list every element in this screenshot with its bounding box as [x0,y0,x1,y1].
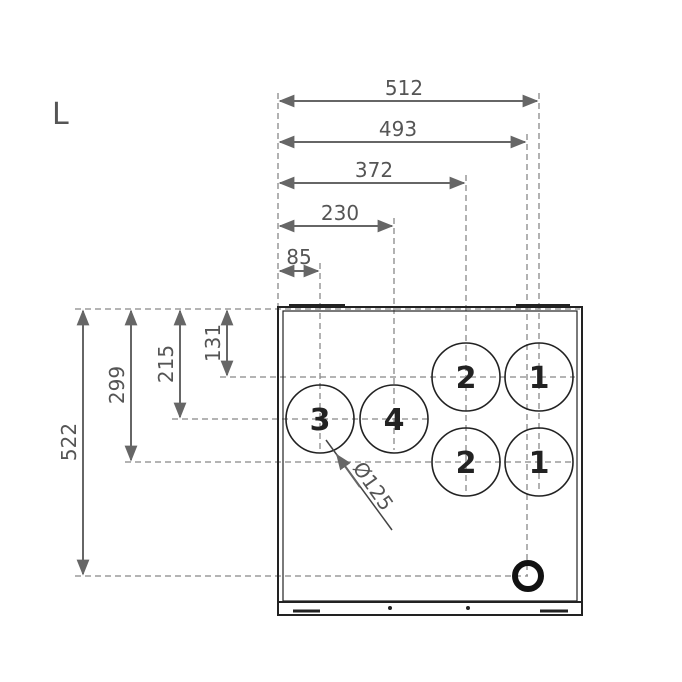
port-4: 4 [359,384,429,454]
dim-299: 299 [105,309,138,462]
port-1-bottom: 1 [504,427,574,497]
unit-outline [277,304,583,616]
svg-text:215: 215 [154,345,178,383]
svg-text:2: 2 [456,446,477,481]
view-label: L [52,97,69,132]
dim-372: 372 [278,158,466,190]
dim-85: 85 [278,245,320,278]
dim-131: 131 [201,309,234,377]
dim-512: 512 [278,76,539,108]
svg-text:493: 493 [379,117,417,141]
svg-text:4: 4 [384,403,405,438]
svg-text:3: 3 [310,403,331,438]
port-2-top: 2 [431,342,501,412]
svg-text:372: 372 [355,158,393,182]
dim-493: 493 [278,117,527,149]
svg-text:Ø125: Ø125 [348,457,399,515]
svg-text:2: 2 [456,361,477,396]
svg-text:299: 299 [105,366,129,404]
svg-text:131: 131 [201,324,225,362]
port-1-top: 1 [504,342,574,412]
port-2-bottom: 2 [431,427,501,497]
svg-text:85: 85 [286,245,311,269]
port-3: 3 [285,384,355,454]
svg-text:512: 512 [385,76,423,100]
svg-text:522: 522 [57,423,81,461]
drain-outlet [512,560,544,592]
dim-230: 230 [278,201,394,233]
svg-text:1: 1 [529,361,550,396]
svg-text:1: 1 [529,446,550,481]
dim-215: 215 [154,309,187,419]
diameter-callout: Ø125 [325,439,399,531]
dim-522: 522 [57,309,90,576]
vertical-extension-lines [277,93,540,576]
svg-text:230: 230 [321,201,359,225]
